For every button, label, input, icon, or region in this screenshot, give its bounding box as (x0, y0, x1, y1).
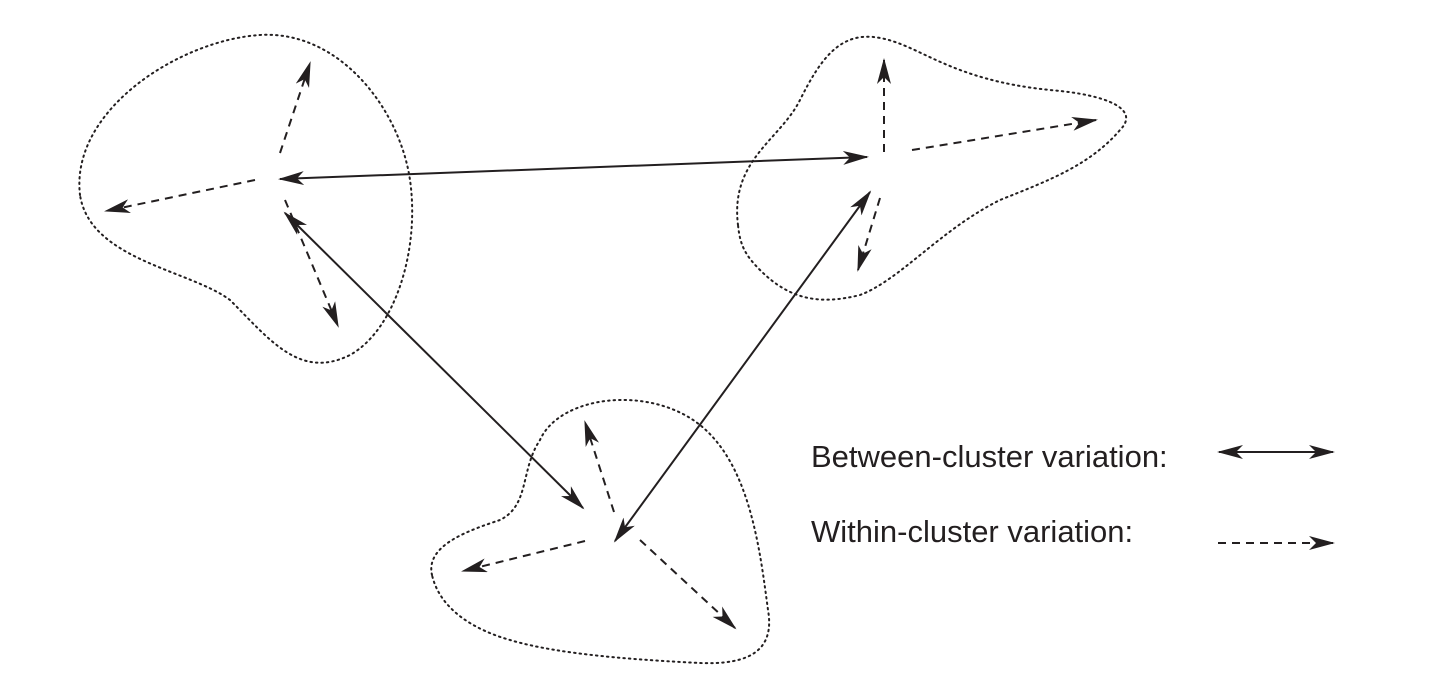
within-arrow-tl-up (279, 61, 311, 154)
within-arrow-tl-down (284, 199, 339, 328)
legend-samples (1217, 445, 1335, 550)
within-arrow-tl-left (104, 179, 256, 213)
within-arrow-b-up (584, 420, 615, 513)
within-arrow-b-left (461, 540, 586, 573)
within-arrow-tr-down (857, 197, 881, 272)
between-arrow-topleft-bottom (283, 211, 585, 510)
cluster-boundary-top-left (78, 33, 414, 364)
between-arrow-topleft-topright (278, 150, 869, 186)
within-arrow-b-down (639, 539, 737, 630)
between-arrow-bottom-topright (613, 190, 872, 543)
within-arrow-tr-right (911, 116, 1098, 151)
cluster-boundary-top-right (736, 35, 1127, 301)
legend-between-label: Between-cluster variation: (811, 439, 1168, 474)
cluster-boundary-bottom (430, 399, 771, 665)
between-cluster-arrows (278, 150, 872, 543)
within-cluster-arrows (104, 58, 1098, 630)
legend-within-label: Within-cluster variation: (811, 514, 1134, 549)
cluster-boundaries (78, 33, 1127, 665)
